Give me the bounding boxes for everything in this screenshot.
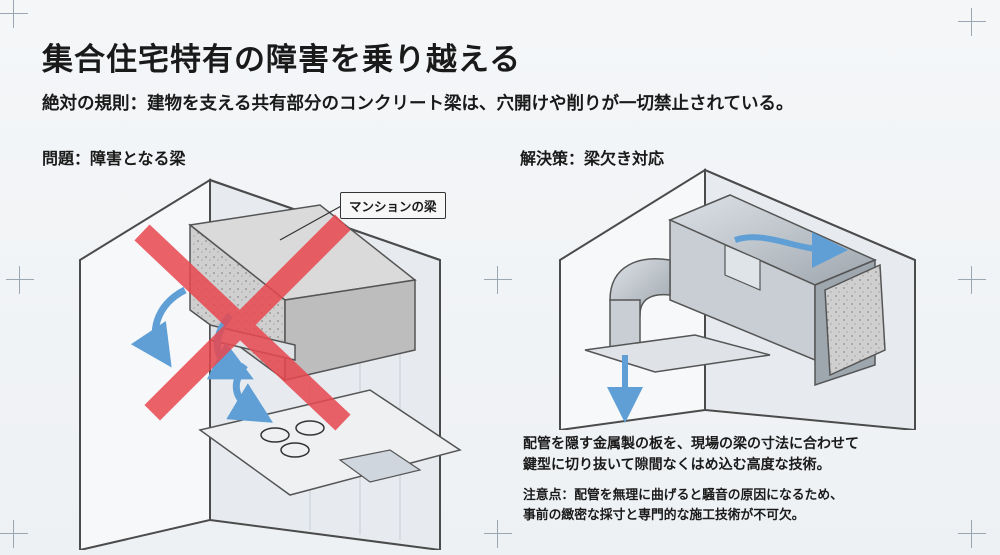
page-title: 集合住宅特有の障害を乗り越える bbox=[42, 42, 522, 78]
note-line-2: 事前の緻密な採寸と専門的な施工技術が不可欠。 bbox=[523, 508, 805, 523]
metal-cover-notch bbox=[724, 244, 761, 291]
beam-callout: マンションの梁 bbox=[340, 192, 446, 219]
corner-crosshair-br bbox=[958, 520, 986, 548]
callout-leader bbox=[279, 204, 344, 241]
airflow-arrow-through bbox=[734, 231, 848, 268]
solution-label: 解決策：梁欠き対応 bbox=[520, 149, 665, 168]
corner-crosshair-mr bbox=[958, 266, 986, 294]
airflow-arrow-down bbox=[226, 362, 274, 423]
solution-description: 配管を隠す金属製の板を、現場の梁の寸法に合わせて 鍵型に切り抜いて隙間なくはめ込… bbox=[523, 434, 859, 476]
problem-label: 問題：障害となる梁 bbox=[42, 149, 186, 168]
corner-crosshair-bc bbox=[484, 520, 512, 548]
airflow-arrow-left bbox=[130, 286, 187, 368]
solution-illustration bbox=[559, 168, 916, 430]
stove-burners bbox=[260, 420, 325, 458]
description-line-1: 配管を隠す金属製の板を、現場の梁の寸法に合わせて bbox=[523, 436, 859, 452]
sink bbox=[338, 449, 422, 483]
corner-crosshair-ml bbox=[6, 266, 34, 294]
rule-text: 絶対の規則：建物を支える共有部分のコンクリート梁は、穴開けや削りが一切禁止されて… bbox=[42, 94, 794, 114]
solution-note: 注意点：配管を無理に曲げると騒音の原因になるため、 事前の緻密な採寸と専門的な施… bbox=[523, 486, 843, 526]
problem-illustration bbox=[79, 178, 462, 550]
corner-crosshair-tl bbox=[0, 0, 28, 28]
ceiling-edge bbox=[704, 169, 916, 261]
corner-crosshair-tr bbox=[958, 8, 986, 36]
corner-crosshair-bl bbox=[0, 520, 28, 548]
range-hood bbox=[584, 334, 771, 373]
description-line-2: 鍵型に切り抜いて隙間なくはめ込む高度な技術。 bbox=[523, 457, 831, 473]
note-line-1: 注意点：配管を無理に曲げると騒音の原因になるため、 bbox=[523, 488, 843, 503]
concrete-beam-end bbox=[824, 263, 886, 377]
prohibition-cross bbox=[134, 214, 351, 431]
corner-crosshair-mc bbox=[484, 266, 512, 294]
